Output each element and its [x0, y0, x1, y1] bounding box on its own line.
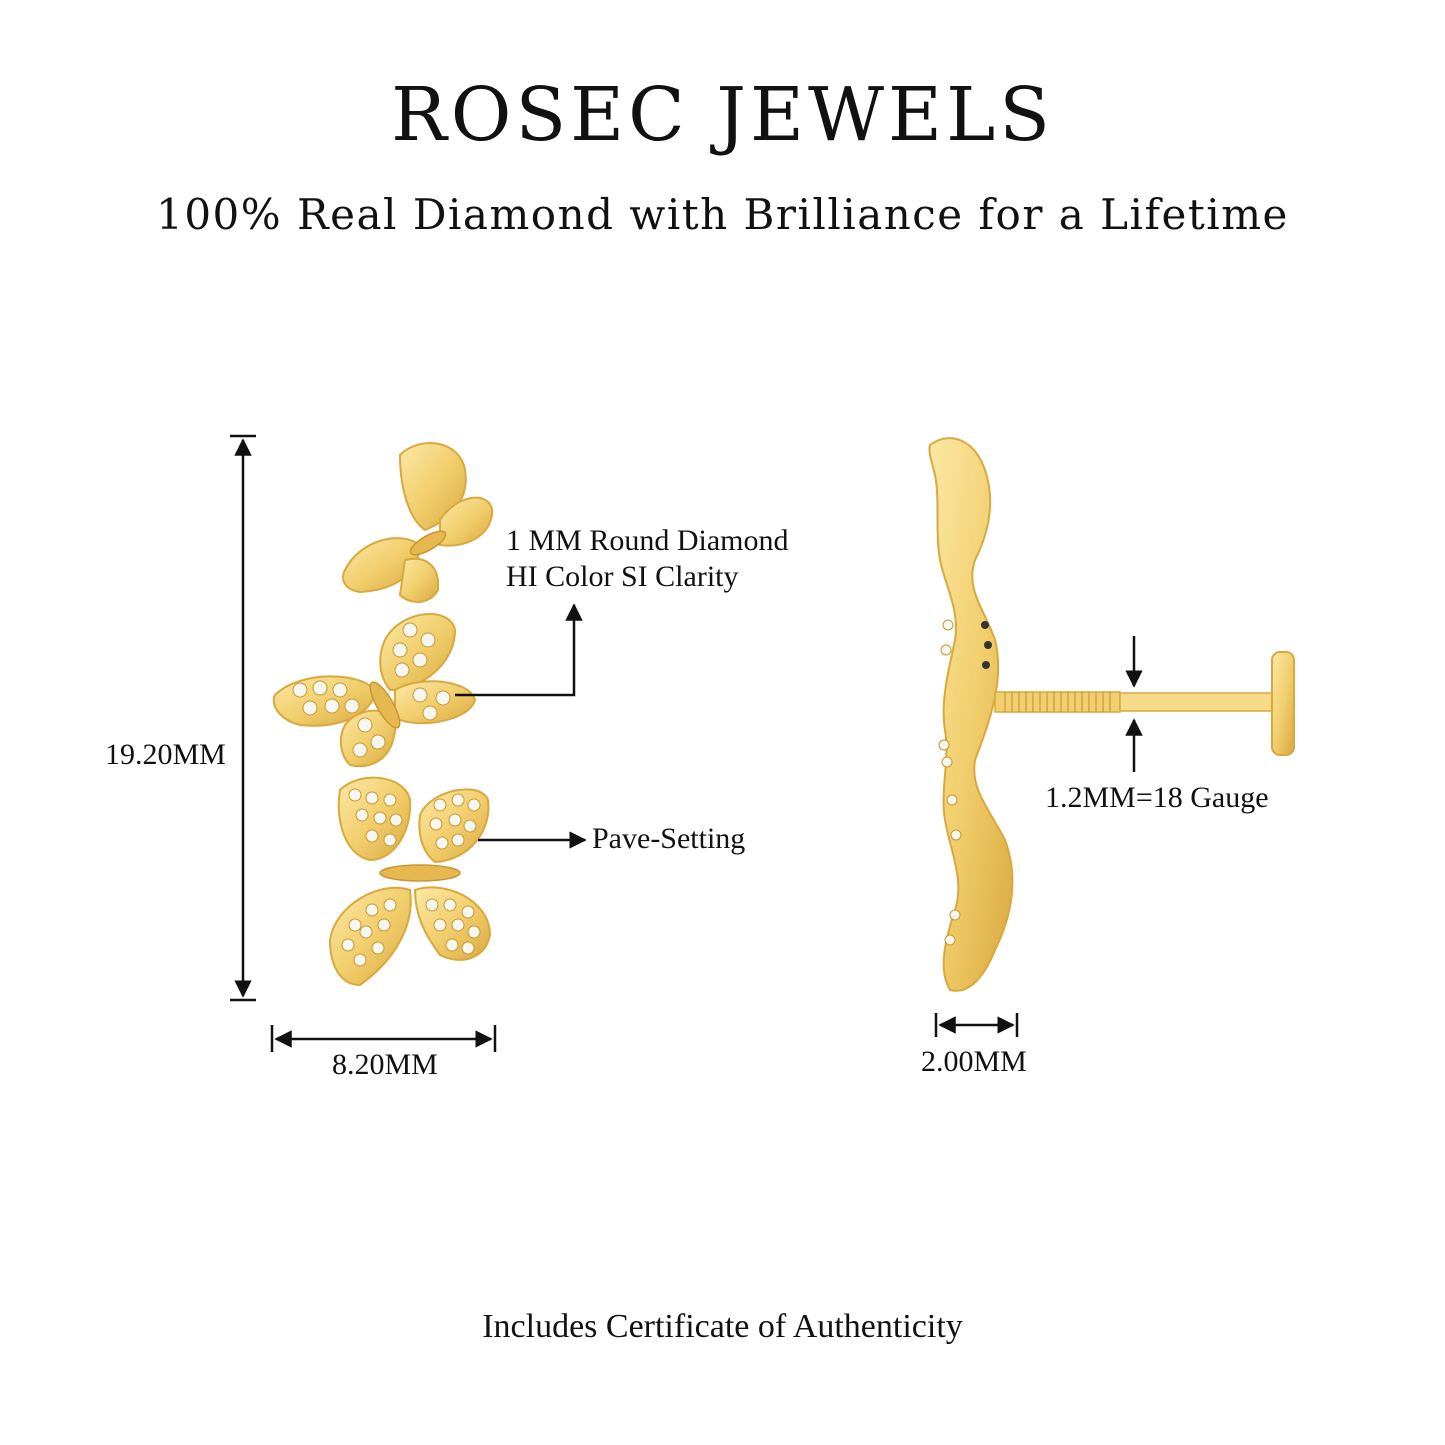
tagline: 100% Real Diamond with Brilliance for a … [156, 190, 1289, 239]
front-earring [272, 442, 494, 987]
middle-butterfly [272, 613, 477, 768]
diamond-size-label: 1 MM Round Diamond [506, 524, 789, 557]
bottom-butterfly [328, 776, 492, 987]
brand-title: ROSEC JEWELS [391, 72, 1054, 158]
diamond-callout-line [455, 603, 583, 697]
height-dimension [230, 434, 256, 1002]
gauge-label: 1.2MM=18 Gauge [1045, 781, 1269, 814]
certificate-note: Includes Certificate of Authenticity [482, 1308, 963, 1345]
setting-label: Pave-Setting [592, 822, 746, 855]
diamond-quality-label: HI Color SI Clarity [506, 560, 739, 593]
side-earring [928, 437, 1295, 992]
width-label: 8.20MM [332, 1048, 438, 1081]
width-dimension [270, 1025, 497, 1052]
top-butterfly [342, 442, 494, 603]
depth-label: 2.00MM [921, 1045, 1027, 1078]
height-label: 19.20MM [105, 738, 226, 771]
depth-dimension [934, 1013, 1019, 1037]
